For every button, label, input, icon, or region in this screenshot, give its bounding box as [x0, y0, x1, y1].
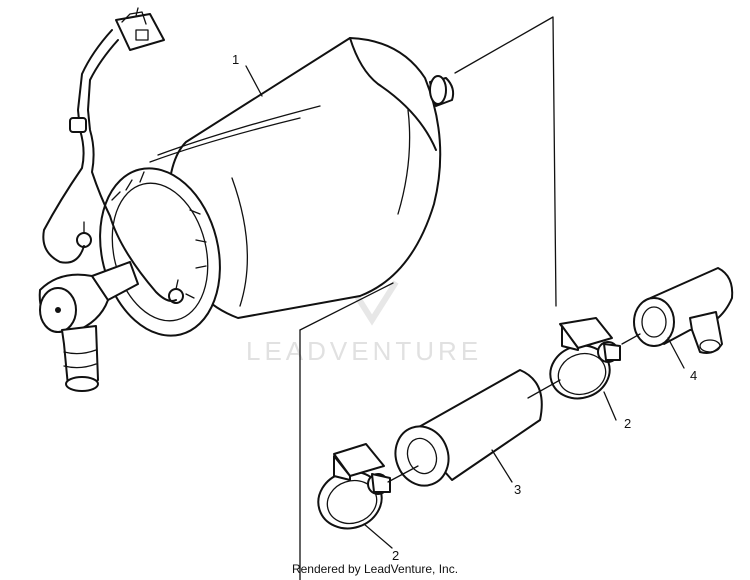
watermark-text: LEADVENTURE — [246, 336, 482, 366]
callout-label-2-lower: 2 — [392, 548, 399, 563]
fuel-hose — [394, 369, 543, 487]
callout-label-4: 4 — [690, 368, 697, 383]
wire-connector-plug — [115, 13, 165, 51]
hose-clamp-lower — [317, 443, 391, 530]
callout-leaders — [245, 65, 685, 549]
render-credit: Rendered by LeadVenture, Inc. — [291, 562, 459, 576]
elbow-fitting — [633, 267, 734, 354]
callout-label-1: 1 — [232, 52, 239, 67]
assembly-centerline — [387, 333, 641, 483]
exploded-view-panel — [299, 16, 557, 580]
callout-label-2-upper: 2 — [624, 416, 631, 431]
callout-label-3: 3 — [514, 482, 521, 497]
hose-clamp-upper — [549, 317, 621, 400]
fuel-pump-body — [76, 37, 455, 337]
pump-inlet-fitting — [38, 261, 139, 392]
wiring-harness — [42, 7, 177, 302]
